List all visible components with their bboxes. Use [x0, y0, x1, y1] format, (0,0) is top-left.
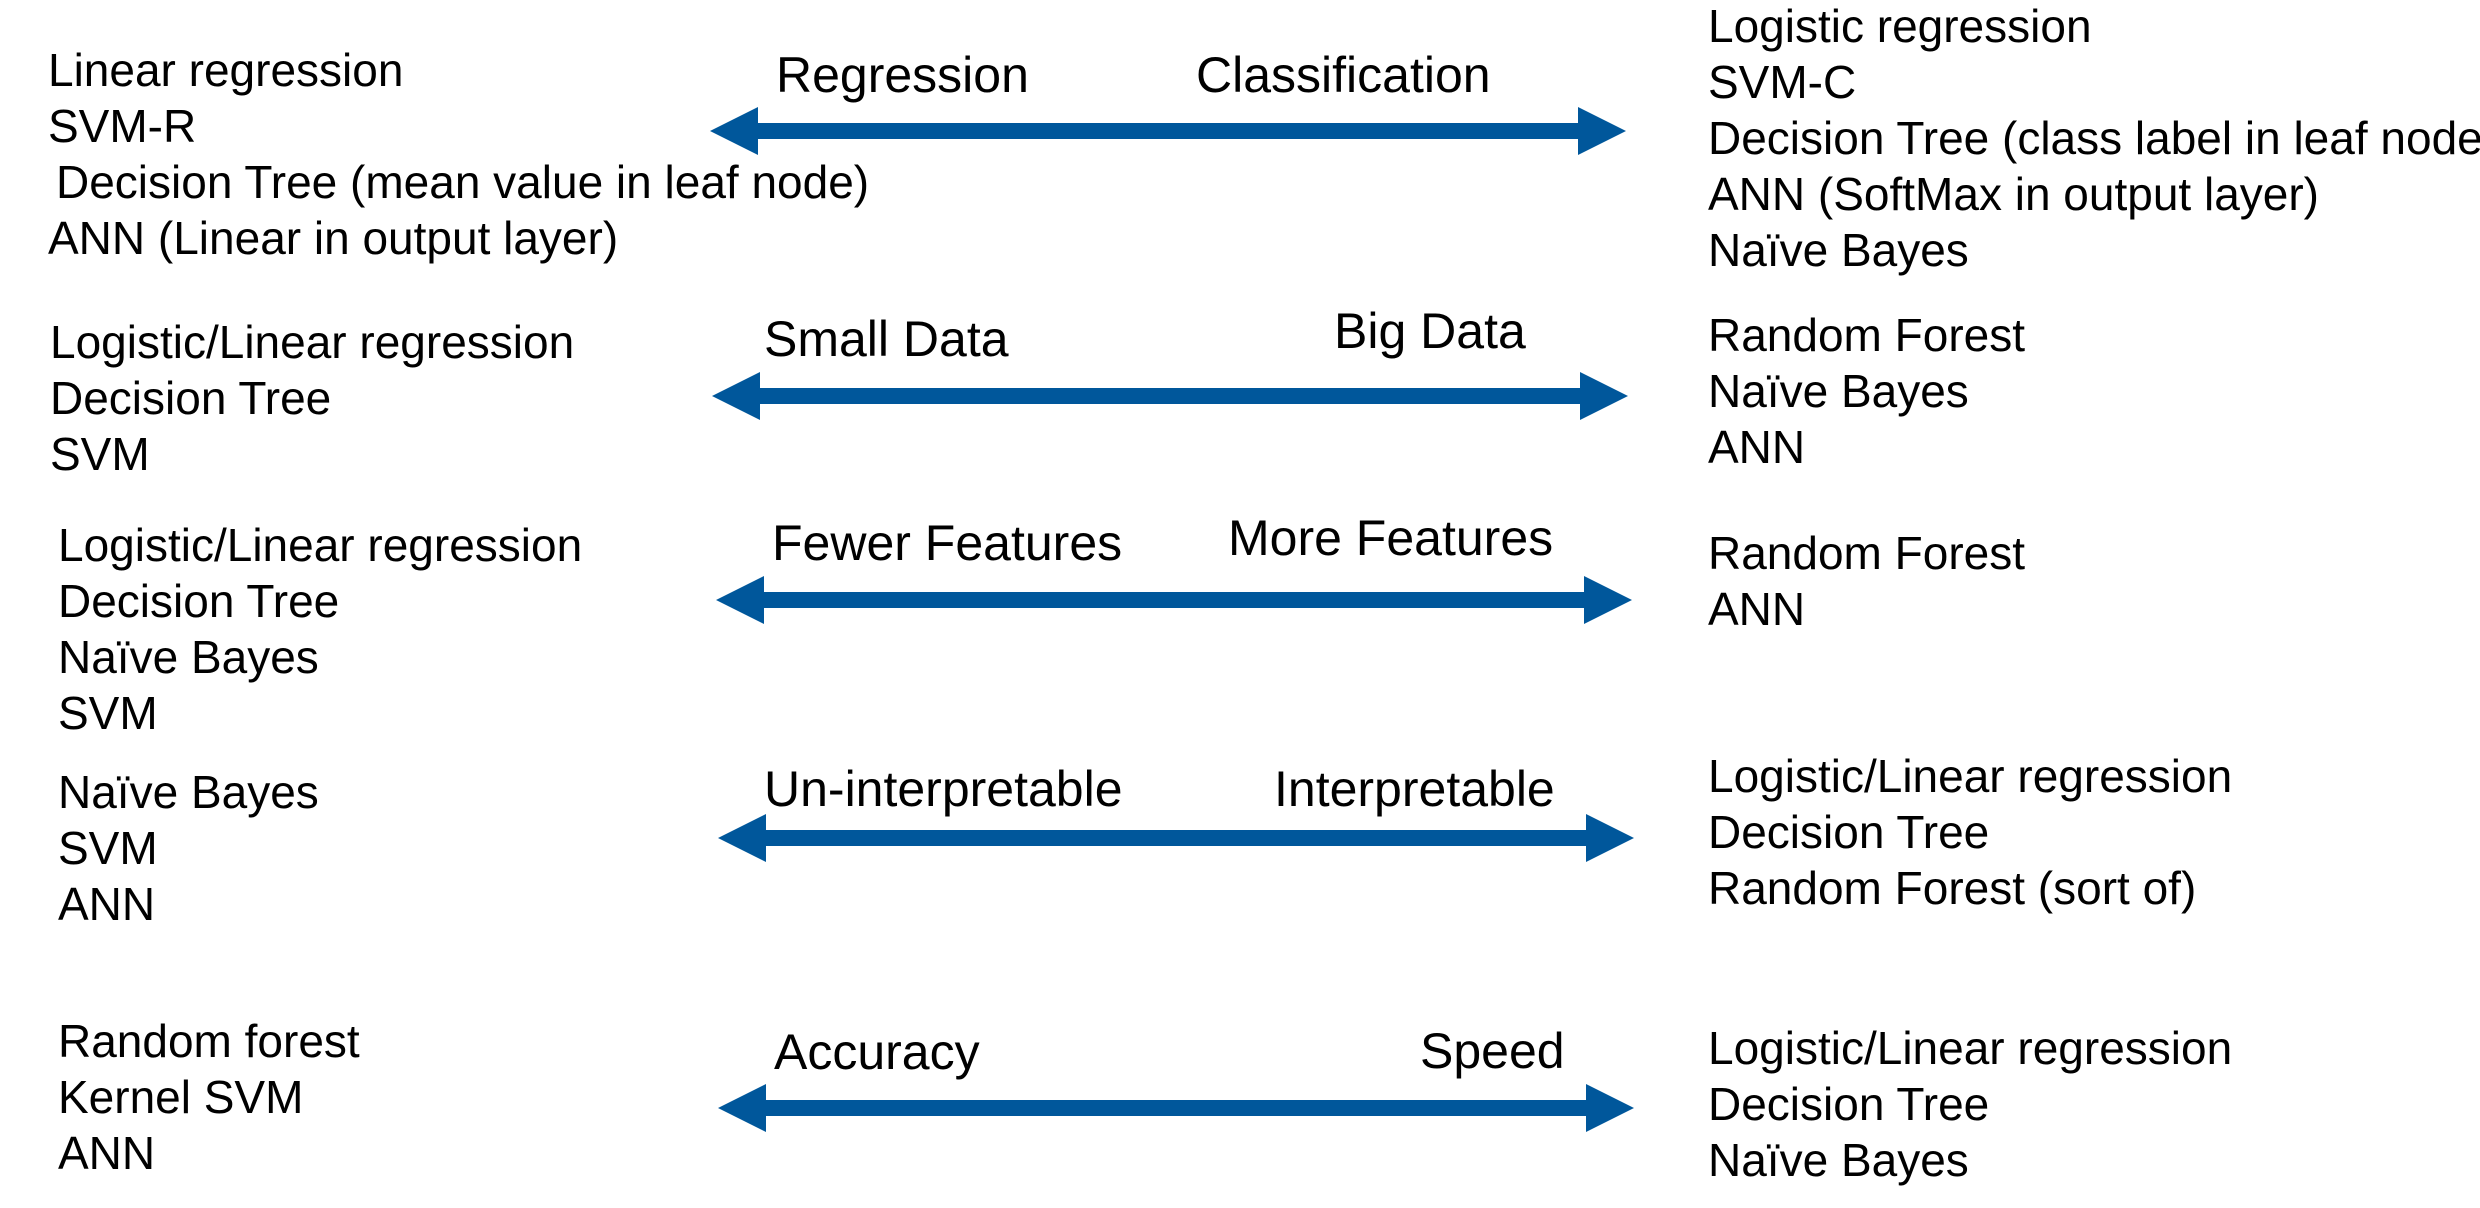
row-1-right-list: Random Forest Naïve Bayes ANN	[1708, 307, 2025, 475]
row-4-arrow-shape	[718, 1084, 1634, 1132]
arrow-head-right	[1586, 814, 1634, 862]
row-4-right-item: Decision Tree	[1708, 1078, 1990, 1130]
row-3-left-item: Naïve Bayes	[58, 766, 319, 818]
row-4-left-item: ANN	[58, 1127, 156, 1179]
row-4-left-item: Kernel SVM	[58, 1071, 304, 1123]
row-0-left-item: SVM-R	[48, 100, 197, 152]
row-4-right-item: Logistic/Linear regression	[1708, 1022, 2233, 1074]
row-0-right-list: Logistic regression SVM-C Decision Tree …	[1708, 0, 2480, 278]
row-3-right-list: Logistic/Linear regression Decision Tree…	[1708, 748, 2232, 916]
row-0-right-item: SVM-C	[1708, 56, 1857, 108]
arrow-shaft	[756, 123, 1580, 139]
row-2-right-label: More Features	[1228, 510, 1554, 566]
row-0-left-item: Decision Tree (mean value in leaf node)	[56, 156, 870, 208]
row-1-right-item: Naïve Bayes	[1708, 365, 1969, 417]
row-2-right-item: ANN	[1708, 583, 1806, 635]
row-3-left-item: ANN	[58, 878, 156, 930]
row-2-left-item: Naïve Bayes	[58, 631, 319, 683]
arrow-shaft	[762, 592, 1586, 608]
row-2-right-item: Random Forest	[1708, 527, 2026, 579]
row-2-left-item: SVM	[58, 687, 158, 739]
row-4-right-label: Speed	[1420, 1023, 1565, 1079]
row-3-left-item: SVM	[58, 822, 158, 874]
arrow-head-left	[718, 1084, 766, 1132]
row-1-right-label: Big Data	[1334, 303, 1526, 359]
row-0-right-item: Logistic regression	[1708, 0, 2092, 52]
row-2-left-item: Logistic/Linear regression	[58, 519, 583, 571]
row-2-arrow-shape	[716, 576, 1632, 624]
row-3-left-list: Naïve Bayes SVM ANN	[58, 764, 319, 932]
row-0-right-item: Naïve Bayes	[1708, 224, 1969, 276]
row-3-left-label: Un-interpretable	[764, 761, 1123, 817]
row-3-right-item: Decision Tree	[1708, 806, 1990, 858]
row-2-left-label: Fewer Features	[772, 515, 1123, 571]
arrow-head-right	[1584, 576, 1632, 624]
arrow-head-left	[712, 372, 760, 420]
row-1-left-item: Decision Tree	[50, 372, 332, 424]
arrow-shaft	[764, 1100, 1588, 1116]
arrow-head-left	[716, 576, 764, 624]
arrow-head-left	[718, 814, 766, 862]
arrow-head-right	[1578, 107, 1626, 155]
row-2-left-item: Decision Tree	[58, 575, 340, 627]
row-3-right-item: Logistic/Linear regression	[1708, 750, 2233, 802]
row-0-right-item: ANN (SoftMax in output layer)	[1708, 168, 2320, 220]
row-4-right-item: Naïve Bayes	[1708, 1134, 1969, 1186]
row-0-left-item: ANN (Linear in output layer)	[48, 212, 619, 264]
row-2-left-list: Logistic/Linear regression Decision Tree…	[58, 517, 582, 741]
arrow-head-right	[1586, 1084, 1634, 1132]
row-0-right-item: Decision Tree (class label in leaf node)	[1708, 112, 2480, 164]
row-4-right-list: Logistic/Linear regression Decision Tree…	[1708, 1020, 2232, 1188]
row-4-left-label: Accuracy	[774, 1024, 980, 1080]
row-1-right-item: ANN	[1708, 421, 1806, 473]
row-1-right-item: Random Forest	[1708, 309, 2026, 361]
row-0-right-label: Classification	[1196, 47, 1491, 103]
row-0-left-label: Regression	[776, 47, 1029, 103]
row-3-arrow-shape	[718, 814, 1634, 862]
arrow-head-right	[1580, 372, 1628, 420]
row-1-left-label: Small Data	[764, 311, 1009, 367]
row-4-left-list: Random forest Kernel SVM ANN	[58, 1013, 360, 1181]
row-1-left-list: Logistic/Linear regression Decision Tree…	[50, 314, 574, 482]
row-0-left-list: Linear regression SVM-R Decision Tree (m…	[48, 42, 869, 266]
arrow-shaft	[758, 388, 1582, 404]
row-0-left-item: Linear regression	[48, 44, 404, 96]
row-3-right-label: Interpretable	[1274, 761, 1555, 817]
arrow-shaft	[764, 830, 1588, 846]
row-1-left-item: SVM	[50, 428, 150, 480]
row-1-left-item: Logistic/Linear regression	[50, 316, 575, 368]
row-1-arrow-shape	[712, 372, 1628, 420]
row-4-left-item: Random forest	[58, 1015, 360, 1067]
row-2-right-list: Random Forest ANN	[1708, 525, 2025, 637]
row-3-right-item: Random Forest (sort of)	[1708, 862, 2197, 914]
